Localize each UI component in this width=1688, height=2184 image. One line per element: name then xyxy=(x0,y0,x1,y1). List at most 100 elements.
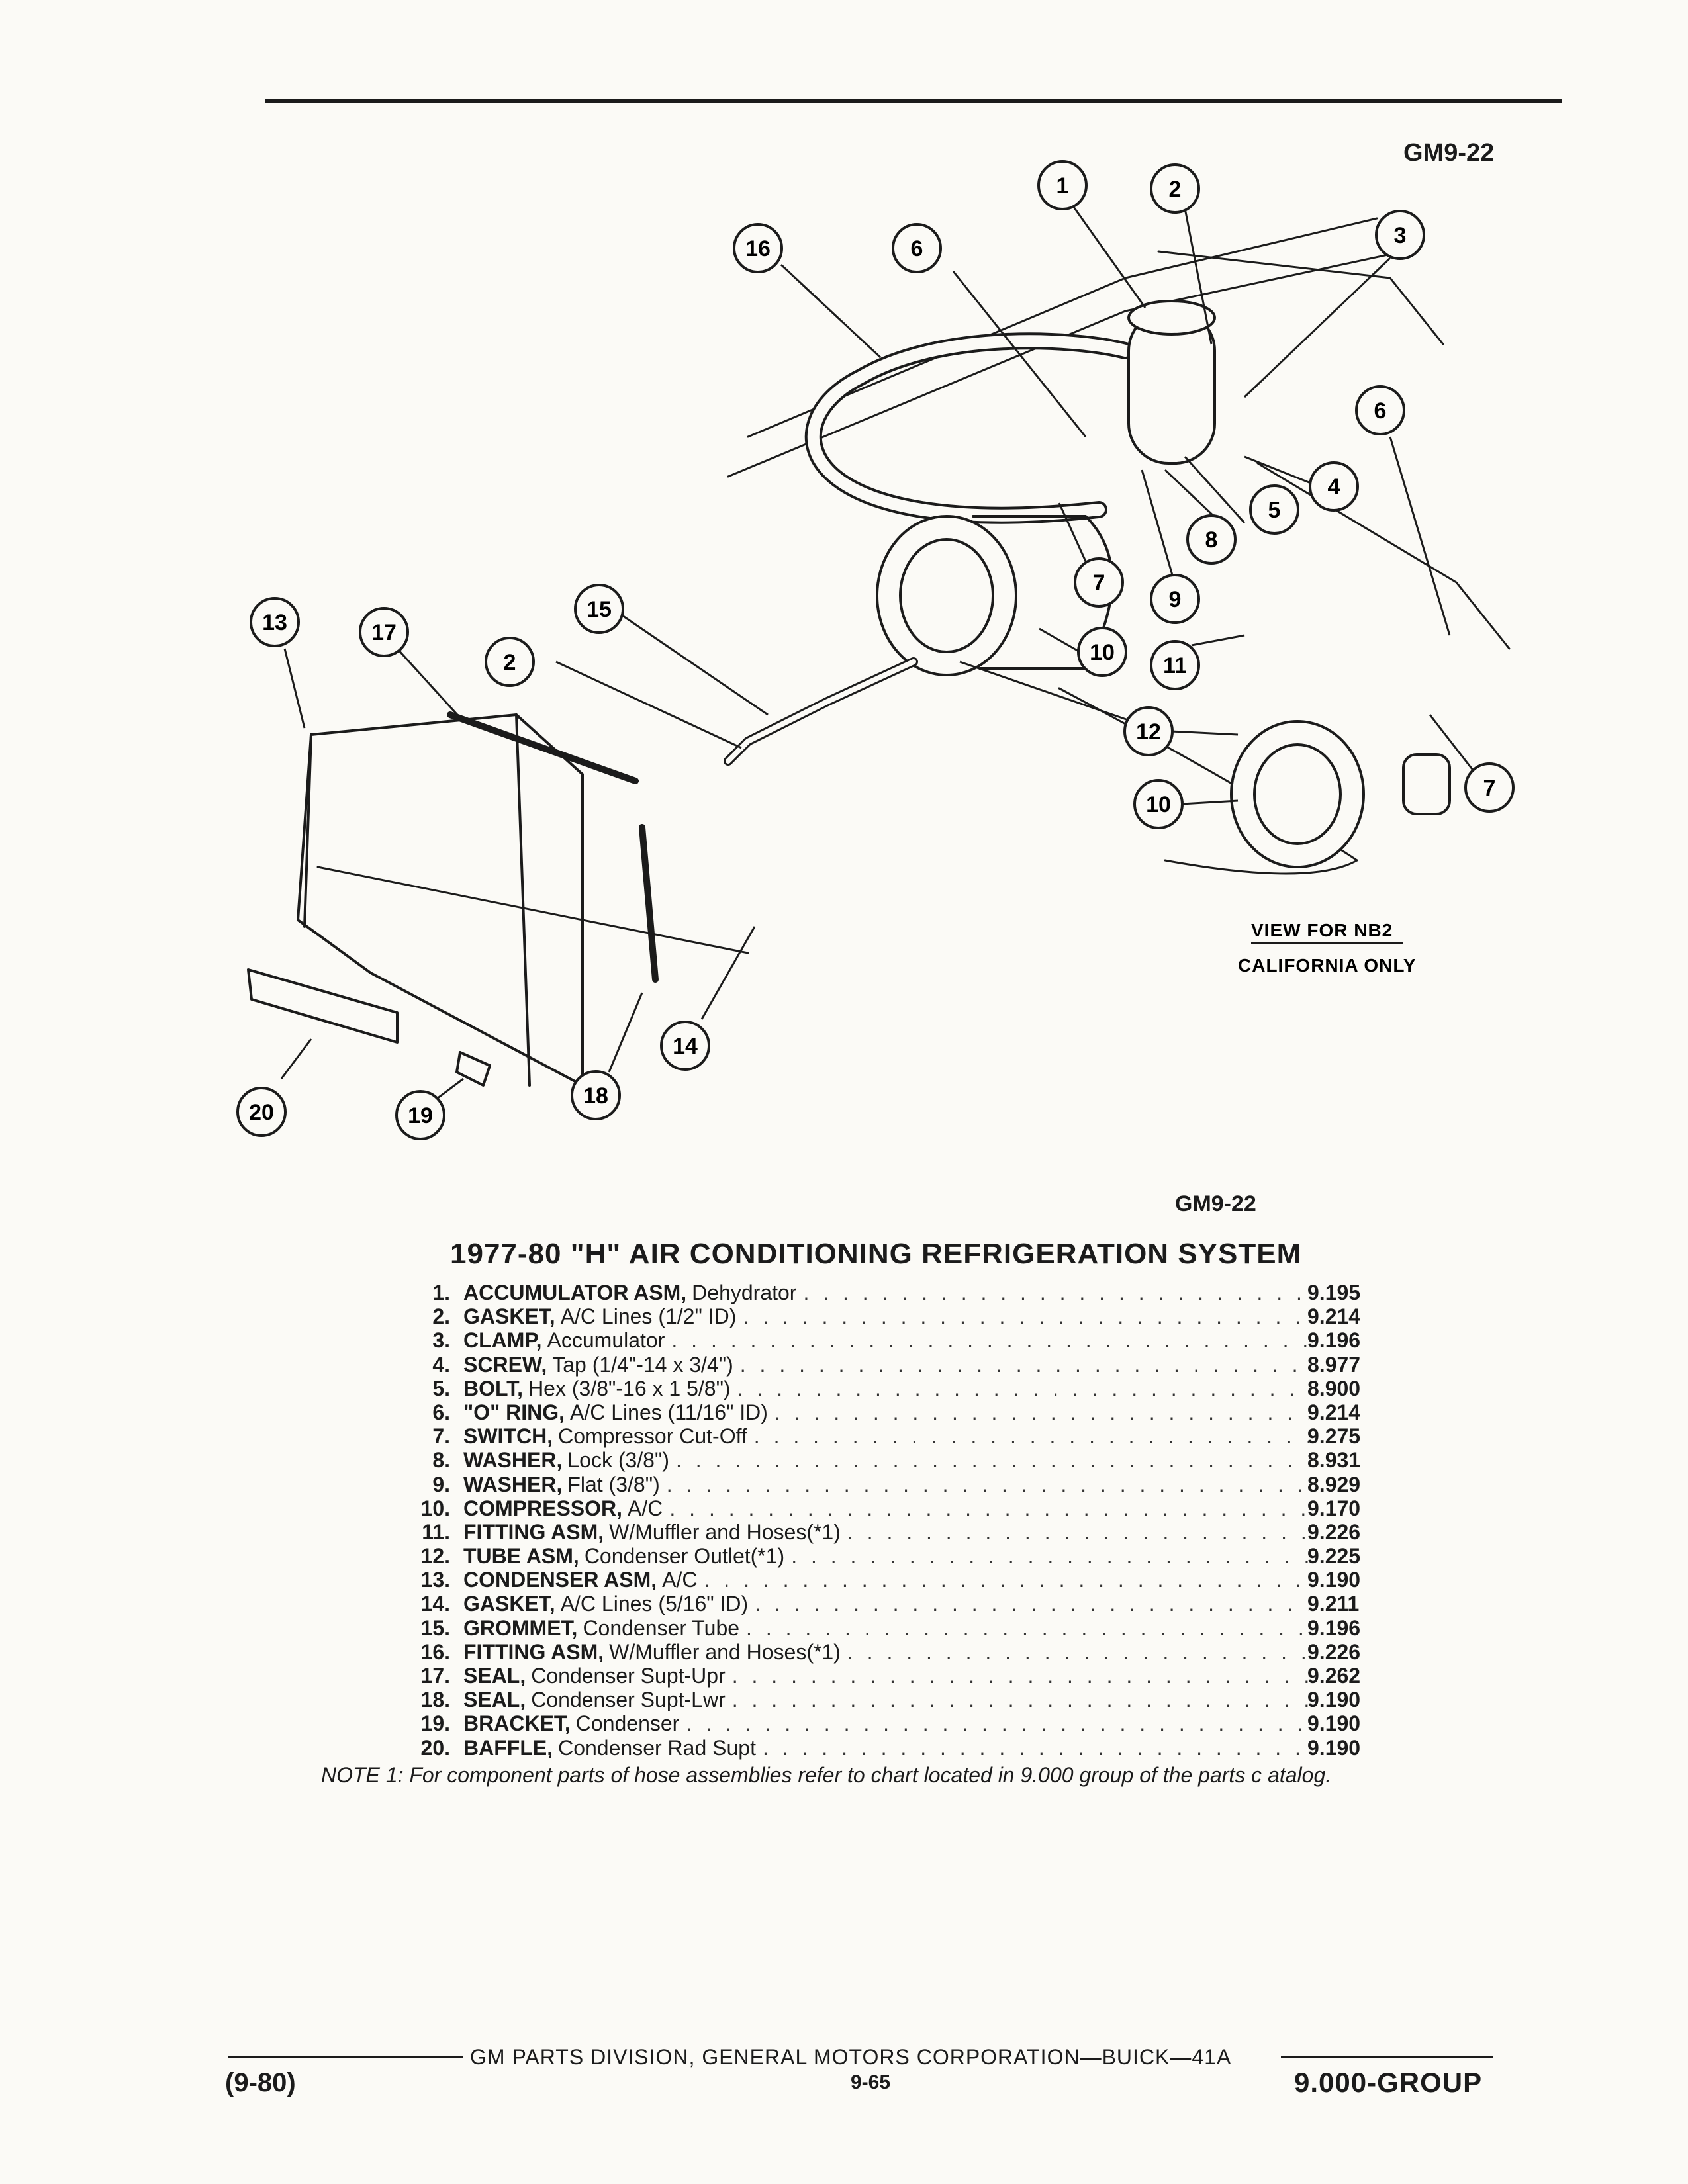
footer-rule-right xyxy=(1281,2056,1493,2058)
parts-row: 20.BAFFLE,Condenser Rad Supt. . . . . . … xyxy=(371,1736,1390,1760)
part-reference: 9.262 xyxy=(1307,1664,1361,1688)
callout-2-top: 2 xyxy=(1150,163,1200,214)
part-detail: Condenser xyxy=(575,1711,680,1736)
part-description: "O" RING,A/C Lines (11/16" ID). . . . . … xyxy=(463,1400,1615,1424)
part-number: 20. xyxy=(420,1735,450,1760)
svg-text:6: 6 xyxy=(911,236,923,261)
part-detail: Condenser Tube xyxy=(583,1615,740,1640)
part-detail: Condenser Supt-Upr xyxy=(531,1664,726,1688)
part-description: TUBE ASM,Condenser Outlet(*1). . . . . .… xyxy=(463,1544,1615,1568)
parts-row: 16.FITTING ASM,W/Muffler and Hoses(*1). … xyxy=(371,1640,1390,1664)
svg-text:19: 19 xyxy=(408,1103,433,1128)
parts-row: 19.BRACKET,Condenser. . . . . . . . . . … xyxy=(371,1711,1390,1735)
footer-publisher: GM PARTS DIVISION, GENERAL MOTORS CORPOR… xyxy=(470,2045,1232,2069)
part-name: WASHER, xyxy=(463,1472,563,1496)
part-name: WASHER, xyxy=(463,1448,563,1473)
part-description: GASKET,A/C Lines (5/16" ID). . . . . . .… xyxy=(463,1592,1615,1615)
part-detail: Lock (3/8") xyxy=(567,1448,669,1473)
view-note-line2: CALIFORNIA ONLY xyxy=(1238,955,1417,976)
part-reference: 8.929 xyxy=(1307,1472,1361,1496)
exploded-diagram: 1 2 3 4 5 6 6 7 7 8 9 10 10 11 12 13 14 … xyxy=(236,160,1515,1140)
part-description: FITTING ASM,W/Muffler and Hoses(*1). . .… xyxy=(463,1520,1615,1544)
svg-text:9: 9 xyxy=(1169,587,1182,612)
part-name: FITTING ASM, xyxy=(463,1639,604,1664)
parts-row: 7.SWITCH,Compressor Cut-Off. . . . . . .… xyxy=(371,1424,1390,1448)
dot-leader: . . . . . . . . . . . . . . . . . . . . … xyxy=(755,1592,1309,1616)
part-description: BAFFLE,Condenser Rad Supt. . . . . . . .… xyxy=(463,1736,1615,1760)
part-detail: Flat (3/8") xyxy=(567,1472,660,1496)
footer-page-number: 9-65 xyxy=(851,2071,891,2093)
callout-5: 5 xyxy=(1249,484,1299,535)
parts-row: 13.CONDENSER ASM,A/C. . . . . . . . . . … xyxy=(371,1568,1390,1592)
parts-row: 14.GASKET,A/C Lines (5/16" ID). . . . . … xyxy=(371,1592,1390,1615)
callout-13: 13 xyxy=(250,597,300,647)
parts-row: 10.COMPRESSOR,A/C. . . . . . . . . . . .… xyxy=(371,1496,1390,1520)
callout-2-left: 2 xyxy=(485,637,535,687)
part-description: GROMMET,Condenser Tube. . . . . . . . . … xyxy=(463,1616,1615,1640)
part-reference: 9.196 xyxy=(1307,1615,1361,1640)
parts-row: 8.WASHER,Lock (3/8"). . . . . . . . . . … xyxy=(371,1448,1390,1472)
dot-leader: . . . . . . . . . . . . . . . . . . . . … xyxy=(847,1520,1309,1544)
footnote: NOTE 1: For component parts of hose asse… xyxy=(321,1763,1332,1787)
part-reference: 9.214 xyxy=(1307,1400,1361,1424)
part-number: 18. xyxy=(420,1688,450,1712)
part-number: 4. xyxy=(432,1352,450,1377)
part-description: BOLT,Hex (3/8"-16 x 1 5/8"). . . . . . .… xyxy=(463,1377,1615,1400)
part-reference: 8.900 xyxy=(1307,1376,1361,1400)
callout-19: 19 xyxy=(395,1090,445,1140)
svg-text:14: 14 xyxy=(673,1034,698,1059)
part-number: 2. xyxy=(432,1304,450,1329)
parts-row: 4.SCREW,Tap (1/4"-14 x 3/4"). . . . . . … xyxy=(371,1353,1390,1377)
parts-row: 1.ACCUMULATOR ASM,Dehydrator. . . . . . … xyxy=(371,1281,1390,1304)
svg-text:10: 10 xyxy=(1090,640,1115,665)
part-name: SEAL, xyxy=(463,1664,526,1688)
parts-row: 2.GASKET,A/C Lines (1/2" ID). . . . . . … xyxy=(371,1304,1390,1328)
callout-16: 16 xyxy=(733,223,783,273)
parts-list: 1.ACCUMULATOR ASM,Dehydrator. . . . . . … xyxy=(371,1281,1390,1760)
svg-text:20: 20 xyxy=(249,1100,274,1125)
part-detail: A/C xyxy=(662,1568,698,1592)
part-detail: Compressor Cut-Off xyxy=(558,1424,747,1449)
callout-9: 9 xyxy=(1150,574,1200,624)
part-reference: 9.190 xyxy=(1307,1711,1361,1736)
svg-text:15: 15 xyxy=(586,597,612,622)
part-detail: W/Muffler and Hoses(*1) xyxy=(609,1520,841,1544)
part-reference: 9.226 xyxy=(1307,1639,1361,1664)
dot-leader: . . . . . . . . . . . . . . . . . . . . … xyxy=(737,1376,1309,1400)
part-name: "O" RING, xyxy=(463,1400,565,1424)
svg-text:7: 7 xyxy=(1483,776,1496,801)
callout-7-right: 7 xyxy=(1464,762,1515,813)
part-number: 5. xyxy=(432,1376,450,1400)
part-description: CLAMP,Accumulator. . . . . . . . . . . .… xyxy=(463,1328,1615,1352)
footer-date: (9-80) xyxy=(225,2068,296,2097)
figure-code-top: GM9-22 xyxy=(1403,139,1495,167)
part-reference: 9.195 xyxy=(1307,1281,1361,1304)
svg-text:18: 18 xyxy=(583,1083,608,1109)
part-number: 13. xyxy=(420,1568,450,1592)
callout-8: 8 xyxy=(1186,514,1237,565)
dot-leader: . . . . . . . . . . . . . . . . . . . . … xyxy=(731,1688,1309,1712)
dot-leader: . . . . . . . . . . . . . . . . . . . . … xyxy=(774,1400,1309,1424)
part-detail: A/C Lines (5/16" ID) xyxy=(560,1592,749,1616)
part-reference: 9.226 xyxy=(1307,1520,1361,1544)
callout-10-top: 10 xyxy=(1077,627,1127,677)
part-name: GROMMET, xyxy=(463,1615,578,1640)
part-description: CONDENSER ASM,A/C. . . . . . . . . . . .… xyxy=(463,1568,1615,1592)
parts-row: 6."O" RING,A/C Lines (11/16" ID). . . . … xyxy=(371,1400,1390,1424)
part-name: CLAMP, xyxy=(463,1328,542,1353)
section-title: 1977-80 "H" AIR CONDITIONING REFRIGERATI… xyxy=(450,1238,1302,1270)
part-number: 1. xyxy=(432,1281,450,1304)
part-reference: 9.225 xyxy=(1307,1544,1361,1569)
dot-leader: . . . . . . . . . . . . . . . . . . . . … xyxy=(704,1568,1309,1592)
parts-row: 17.SEAL,Condenser Supt-Upr. . . . . . . … xyxy=(371,1664,1390,1688)
svg-text:12: 12 xyxy=(1136,719,1161,745)
part-reference: 9.214 xyxy=(1307,1304,1361,1329)
part-name: GASKET, xyxy=(463,1304,555,1329)
svg-text:2: 2 xyxy=(504,650,516,675)
part-name: BRACKET, xyxy=(463,1711,571,1736)
callout-6-left: 6 xyxy=(892,223,942,273)
part-detail: Accumulator xyxy=(547,1328,665,1353)
dot-leader: . . . . . . . . . . . . . . . . . . . . … xyxy=(746,1615,1309,1640)
dot-leader: . . . . . . . . . . . . . . . . . . . . … xyxy=(753,1424,1309,1449)
dot-leader: . . . . . . . . . . . . . . . . . . . . … xyxy=(791,1544,1309,1569)
